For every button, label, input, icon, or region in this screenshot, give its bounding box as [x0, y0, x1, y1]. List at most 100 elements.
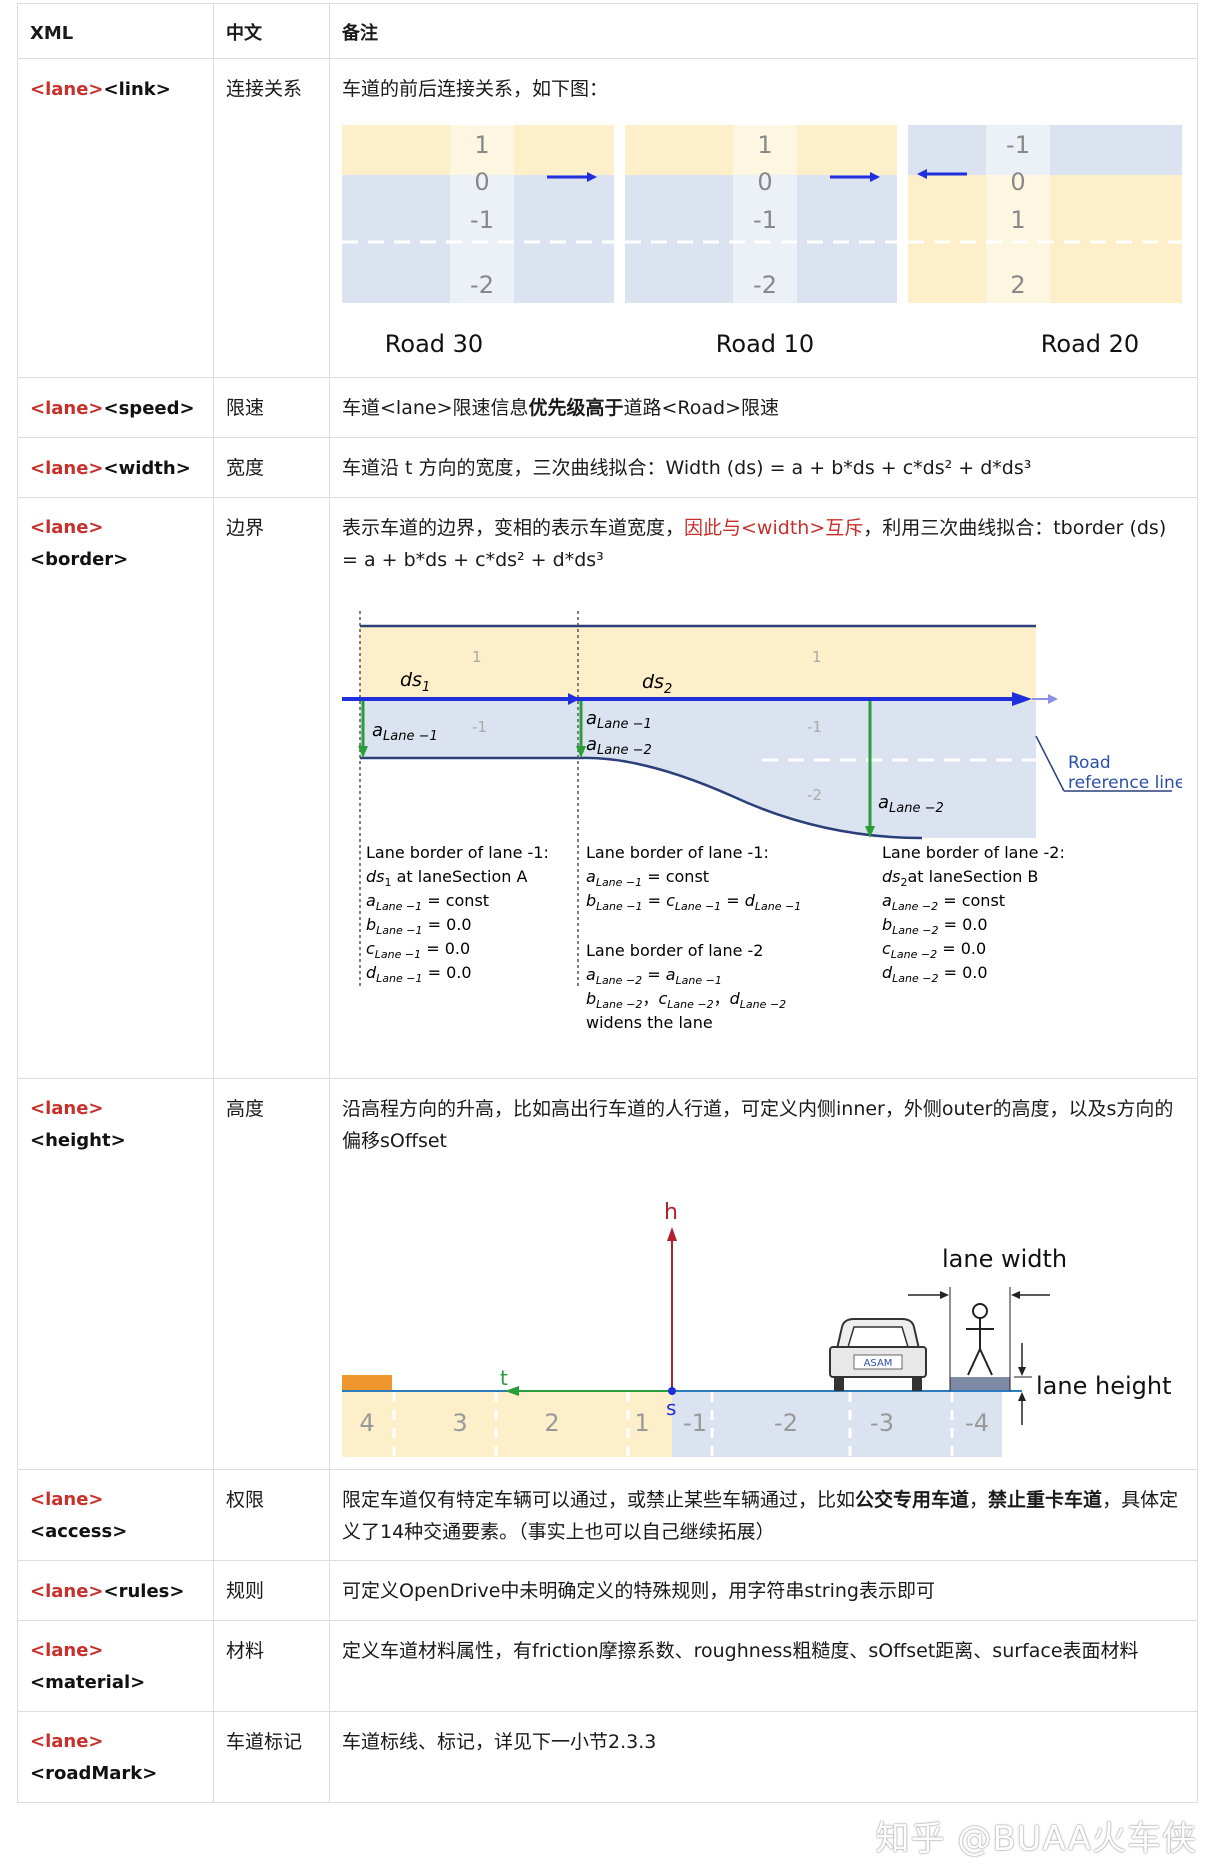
xml-cell: <lane><speed>	[17, 377, 214, 438]
height-lane-1: 1	[634, 1409, 649, 1437]
xml-cell: <lane><access>	[17, 1469, 214, 1561]
header-notes: 备注	[329, 3, 1198, 59]
road-30-diagram: 1 0 -1 -2 Road 30	[342, 125, 614, 358]
svg-text:dLane −1 = 0.0: dLane −1 = 0.0	[366, 963, 472, 985]
height-lane-m1: -1	[683, 1409, 707, 1437]
road10-label-1: 0	[757, 168, 772, 196]
svg-text:aLane −2 = const: aLane −2 = const	[882, 891, 1005, 913]
road30-label-2: -1	[470, 206, 494, 234]
xml-cell: <lane><rules>	[17, 1560, 214, 1621]
note-cell: 沿高程方向的升高，比如高出行车道的人行道，可定义内侧inner，外侧outer的…	[329, 1078, 1198, 1470]
lane-link-figure: 1 0 -1 -2 Road 30 1 0 -1 -2	[342, 125, 1182, 358]
car-icon: ASAM	[829, 1318, 927, 1391]
table-row-material: <lane><material> 材料 定义车道材料属性，有friction摩擦…	[17, 1620, 1198, 1712]
road20-label-2: 1	[1010, 206, 1025, 234]
table-row-width: <lane><width> 宽度 车道沿 t 方向的宽度，三次曲线拟合：Widt…	[17, 437, 1198, 498]
road20-label-0: -1	[1006, 131, 1030, 159]
lane-m2-label: -2	[807, 786, 822, 804]
svg-text:widens the lane: widens the lane	[586, 1013, 713, 1032]
lane-m1-label-a: -1	[472, 718, 487, 736]
road30-label-0: 1	[474, 131, 489, 159]
height-lane-m2: -2	[774, 1409, 798, 1437]
note-cell: 车道<lane>限速信息优先级高于道路<Road>限速	[329, 377, 1198, 438]
note-cell: 定义车道材料属性，有friction摩擦系数、roughness粗糙度、sOff…	[329, 1620, 1198, 1712]
lane-m1-label-b: -1	[807, 718, 822, 736]
xml-cell: <lane><link>	[17, 58, 214, 378]
svg-text:Lane border of lane -2: Lane border of lane -2	[586, 941, 763, 960]
svg-text:cLane −1 = 0.0: cLane −1 = 0.0	[366, 939, 470, 961]
a-lane-m1-label: aLane −1	[372, 720, 438, 744]
a-lane-m2-label-b: aLane −2	[586, 734, 652, 758]
xml-cell: <lane><width>	[17, 437, 214, 498]
header-chinese: 中文	[213, 3, 330, 59]
cn-cell: 限速	[213, 377, 330, 438]
pedestrian-icon	[966, 1303, 994, 1376]
lane-elements-table: XML 中文 备注 <lane><link> 连接关系 车道的前后连接关系，如下…	[17, 3, 1198, 1803]
svg-text:aLane −2 = aLane −1: aLane −2 = aLane −1	[586, 965, 722, 987]
note-cell: 限定车道仅有特定车辆可以通过，或禁止某些车辆通过，比如公交专用车道，禁止重卡车道…	[329, 1469, 1198, 1561]
note-cell: 车道的前后连接关系，如下图： 1 0 -1 -2 Road 30	[329, 58, 1198, 378]
road10-label-0: 1	[757, 131, 772, 159]
road-30-name: Road 30	[385, 330, 483, 358]
lane-width-label: lane width	[942, 1245, 1067, 1273]
svg-text:ds2at laneSection B: ds2at laneSection B	[882, 867, 1038, 889]
cn-cell: 材料	[213, 1620, 330, 1712]
road-20-name: Road 20	[1041, 330, 1139, 358]
svg-text:cLane −2 = 0.0: cLane −2 = 0.0	[882, 939, 986, 961]
lane-height-figure: 4 3 2 1 -1 -2 -3 -4 h t s	[342, 1200, 1171, 1457]
ds1-label: ds1	[400, 669, 430, 695]
cn-cell: 宽度	[213, 437, 330, 498]
svg-text:bLane −2，cLane −2，dLane −2: bLane −2，cLane −2，dLane −2	[586, 989, 786, 1011]
height-lane-2: 2	[544, 1409, 559, 1437]
lane-border-figure: 1 1 -1 -1 -2 ds1 ds2	[342, 611, 1182, 1032]
height-lane-4: 4	[359, 1409, 374, 1437]
svg-text:aLane −1 = const: aLane −1 = const	[586, 867, 709, 889]
h-axis-label: h	[664, 1200, 678, 1225]
lane-1-label-b: 1	[812, 648, 822, 666]
t-axis-label: t	[500, 1366, 508, 1390]
table-row-speed: <lane><speed> 限速 车道<lane>限速信息优先级高于道路<Roa…	[17, 377, 1198, 438]
table-row-height: <lane><height> 高度 沿高程方向的升高，比如高出行车道的人行道，可…	[17, 1078, 1198, 1470]
svg-text:Lane border of lane -1:: Lane border of lane -1:	[366, 843, 549, 862]
table-row-border: <lane><border> 边界 表示车道的边界，变相的表示车道宽度，因此与<…	[17, 497, 1198, 1079]
cn-cell: 边界	[213, 497, 330, 1079]
note-cell: 表示车道的边界，变相的表示车道宽度，因此与<width>互斥，利用三次曲线拟合：…	[329, 497, 1198, 1079]
table-row-access: <lane><access> 权限 限定车道仅有特定车辆可以通过，或禁止某些车辆…	[17, 1469, 1198, 1561]
watermark: 知乎 @BUAA火车侠	[875, 1819, 1197, 1859]
a-lane-m2-label-c: aLane −2	[878, 792, 944, 816]
xml-cell: <lane><height>	[17, 1078, 214, 1470]
border-text-col1: Lane border of lane -1: ds1 at laneSecti…	[366, 843, 549, 985]
svg-text:bLane −1 = 0.0: bLane −1 = 0.0	[366, 915, 472, 937]
svg-text:ds1 at laneSection A: ds1 at laneSection A	[366, 867, 528, 889]
a-lane-m1-label-b: aLane −1	[586, 708, 652, 732]
road30-label-3: -2	[470, 271, 494, 299]
svg-text:bLane −2 = 0.0: bLane −2 = 0.0	[882, 915, 988, 937]
lane-1-label-a: 1	[472, 648, 482, 666]
svg-text:dLane −2 = 0.0: dLane −2 = 0.0	[882, 963, 988, 985]
road10-label-2: -1	[753, 206, 777, 234]
note-cell: 车道标线、标记，详见下一小节2.3.3	[329, 1711, 1198, 1803]
svg-text:Lane border of lane -2:: Lane border of lane -2:	[882, 843, 1065, 862]
road20-label-1: 0	[1010, 168, 1025, 196]
height-lane-m3: -3	[870, 1409, 894, 1437]
road30-label-1: 0	[474, 168, 489, 196]
road-10-name: Road 10	[716, 330, 814, 358]
table-header-row: XML 中文 备注	[17, 3, 1198, 59]
border-text-col2: Lane border of lane -1: aLane −1 = const…	[586, 843, 801, 1032]
road20-label-3: 2	[1010, 271, 1025, 299]
road-20-diagram: -1 0 1 2 Road 20	[908, 125, 1182, 358]
xml-cell: <lane><roadMark>	[17, 1711, 214, 1803]
svg-text:aLane −1 = const: aLane −1 = const	[366, 891, 489, 913]
svg-text:Lane border of lane -1:: Lane border of lane -1:	[586, 843, 769, 862]
road-ref-line-label-2: reference line	[1068, 773, 1182, 793]
height-lane-m4: -4	[965, 1409, 989, 1437]
asam-plate: ASAM	[864, 1358, 893, 1369]
xml-cell: <lane><material>	[17, 1620, 214, 1712]
ds2-label: ds2	[642, 671, 672, 697]
cn-cell: 权限	[213, 1469, 330, 1561]
xml-cell: <lane><border>	[17, 497, 214, 1079]
border-text-col3: Lane border of lane -2: ds2at laneSectio…	[882, 843, 1065, 985]
note-cell: 可定义OpenDrive中未明确定义的特殊规则，用字符串string表示即可	[329, 1560, 1198, 1621]
cn-cell: 连接关系	[213, 58, 330, 378]
table-row-rules: <lane><rules> 规则 可定义OpenDrive中未明确定义的特殊规则…	[17, 1560, 1198, 1621]
